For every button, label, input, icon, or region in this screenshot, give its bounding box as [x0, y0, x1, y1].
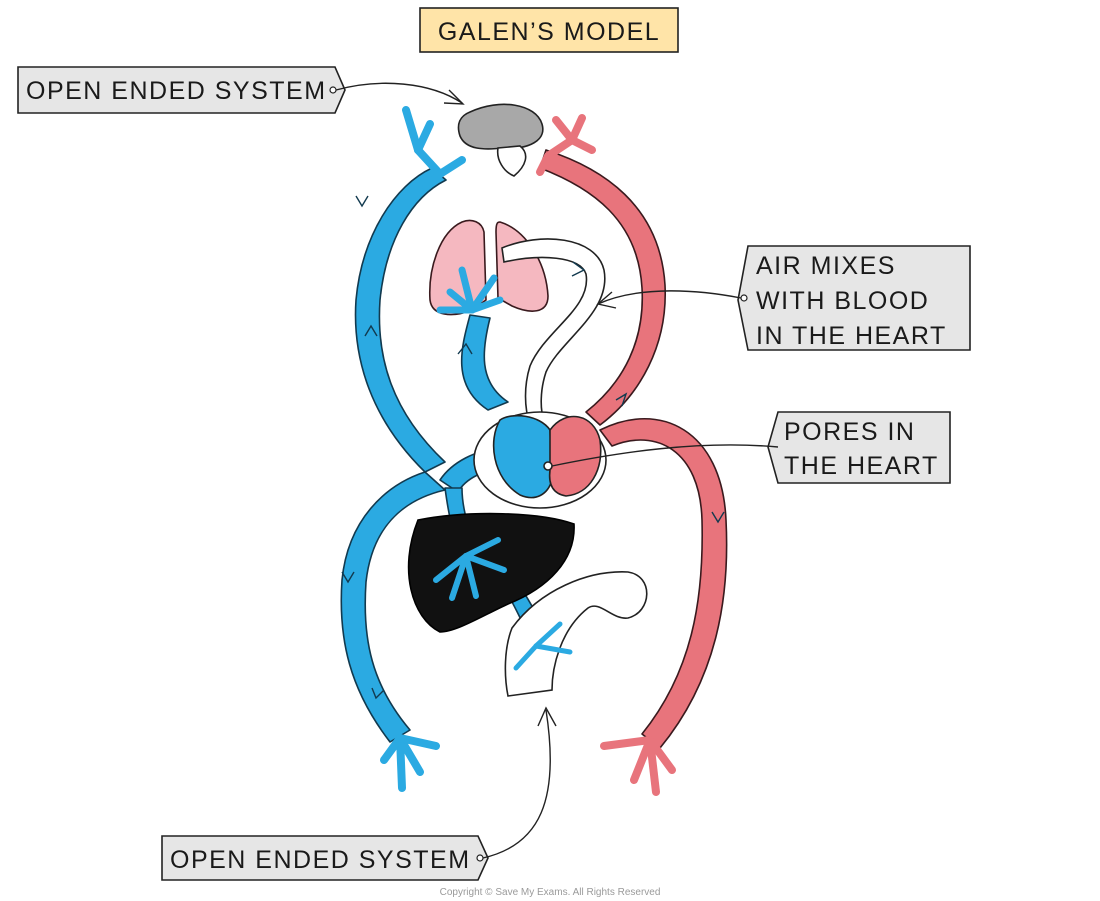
leader-arrowhead-bottom	[537, 706, 557, 727]
heart-pore	[543, 461, 553, 471]
artery-branches-bottom	[600, 736, 676, 796]
flow-arrow	[711, 511, 725, 524]
label-air-mixes-line-3: IN THE HEART	[756, 322, 947, 350]
brain	[457, 103, 544, 177]
flow-arrow	[615, 392, 628, 407]
flow-arrows	[341, 195, 725, 700]
flow-arrow	[355, 195, 369, 208]
title-box: GALEN’S MODEL	[419, 7, 679, 53]
heart	[492, 414, 602, 499]
lungs	[429, 219, 549, 316]
leader-line-bottom	[482, 709, 551, 859]
vein-branches-top	[402, 106, 466, 190]
liver	[407, 512, 575, 633]
leader-arrowhead-air	[596, 291, 617, 309]
flow-arrow	[341, 571, 355, 584]
intestine-veins	[513, 621, 573, 671]
intestine	[504, 571, 648, 697]
label-pores-line-1: PORES IN	[784, 418, 915, 446]
label-air-mixes-line-2: WITH BLOOD	[756, 287, 929, 315]
flow-arrow	[457, 342, 473, 355]
flow-arrow	[371, 687, 385, 700]
title-text: GALEN’S MODEL	[438, 18, 660, 46]
artery-branches-top	[536, 114, 596, 176]
lung-veins	[436, 266, 504, 314]
label-open-ended-top-text: OPEN ENDED SYSTEM	[26, 77, 327, 105]
leader-line-pores	[551, 444, 779, 467]
label-pores: PORES IN THE HEART	[767, 411, 951, 484]
flow-arrow	[364, 324, 378, 337]
leader-line-top	[335, 82, 463, 104]
vein-branches-bottom	[380, 734, 440, 792]
leader-line-air	[597, 290, 742, 305]
label-pores-line-2: THE HEART	[784, 452, 939, 480]
label-open-ended-top: OPEN ENDED SYSTEM	[17, 66, 346, 114]
label-air-mixes-line-1: AIR MIXES	[756, 252, 896, 280]
label-open-ended-bottom: OPEN ENDED SYSTEM	[161, 835, 489, 881]
copyright-text: Copyright © Save My Exams. All Rights Re…	[440, 887, 661, 898]
label-air-mixes: AIR MIXES WITH BLOOD IN THE HEART	[737, 245, 971, 351]
label-open-ended-bottom-text: OPEN ENDED SYSTEM	[170, 846, 471, 874]
leader-arrowhead-top	[443, 89, 465, 105]
liver-veins	[433, 537, 507, 601]
flow-arrow	[571, 261, 586, 277]
